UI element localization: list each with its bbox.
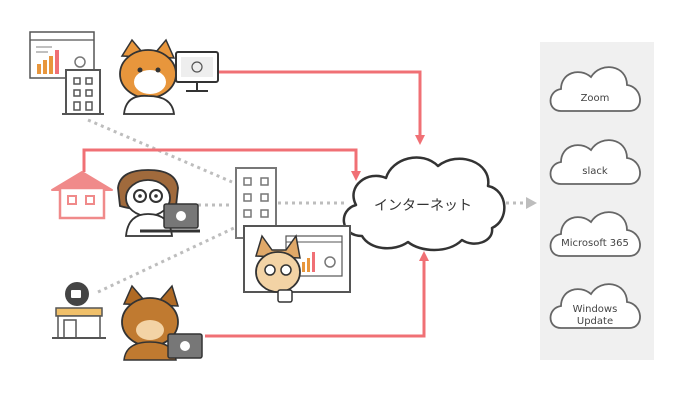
gear-icon xyxy=(324,256,336,268)
route-office-to-cloud xyxy=(218,70,425,145)
laptop-icon xyxy=(167,333,203,359)
cat-character-with-coffee-icon xyxy=(255,234,301,303)
service-label: slack xyxy=(582,166,608,177)
service-label: Update xyxy=(577,316,613,327)
cloud-shape xyxy=(342,156,506,252)
fox-character-icon xyxy=(121,284,180,361)
service-cloud-1: slack xyxy=(549,139,641,185)
laptop-icon xyxy=(140,203,200,233)
service-cloud-shape xyxy=(549,66,641,112)
gear-icon xyxy=(74,56,86,68)
cloud-label: インターネット xyxy=(374,198,472,214)
office-building-icon xyxy=(65,69,101,115)
cafe-storefront-icon xyxy=(52,307,106,339)
headquarters xyxy=(235,167,351,303)
direct-routes xyxy=(82,70,429,338)
home-office xyxy=(51,169,200,237)
dotted-line-cafe-to-hq xyxy=(97,226,235,294)
service-cloud-shape xyxy=(549,211,641,257)
coffee-sign-icon xyxy=(65,282,89,306)
service-cloud-2: Microsoft 365 xyxy=(549,211,641,257)
internet-cloud: インターネット xyxy=(342,156,506,252)
desktop-monitor-icon xyxy=(175,51,219,92)
route-cafe-to-cloud xyxy=(205,251,429,338)
route-home-to-cloud xyxy=(82,148,361,181)
service-label: Windows xyxy=(573,304,618,315)
service-cloud-shape xyxy=(549,283,641,329)
cafe-location xyxy=(52,282,203,361)
branch-office xyxy=(29,31,219,115)
service-cloud-shape xyxy=(549,139,641,185)
service-cloud-0: Zoom xyxy=(549,66,641,112)
service-label: Zoom xyxy=(581,93,610,104)
shiba-character-icon xyxy=(119,38,177,115)
house-icon xyxy=(51,171,113,220)
arrow-to-services xyxy=(526,197,537,209)
service-label: Microsoft 365 xyxy=(561,238,629,249)
